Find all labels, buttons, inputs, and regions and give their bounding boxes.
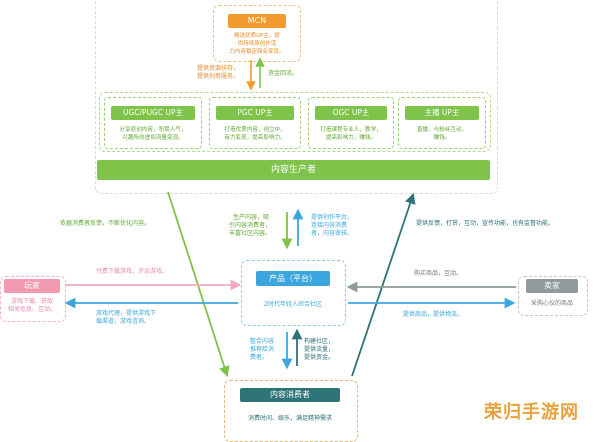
creator-title: PGC UP主 xyxy=(216,106,294,120)
consumer-title: 内容消费者 xyxy=(240,388,340,402)
creator-card-ogc: OGC UP主 打造课程专业人，教学， 提高影响力，赚钱。 xyxy=(308,97,394,149)
creator-desc-line-1: 直播，与粉丝互动， xyxy=(416,127,468,133)
platform-title: 产品（平台） xyxy=(256,271,330,286)
arrow-producer-to-consumer xyxy=(167,191,230,378)
annotation-producer-to-platform-3: 丰富社区内容。 xyxy=(229,230,272,237)
creator-desc-line-1: 打造优质内容，创立IP， xyxy=(224,127,286,133)
creator-desc-line-1: 分享原创内容，积攒人气， xyxy=(119,127,187,133)
annotation-consumer-feedback: 依据消费者反馈，不断优化内容。 xyxy=(60,220,151,227)
annotation-platform-to-producer-1: 提供创作平台。 xyxy=(311,214,354,221)
consumer-desc: 消费时间、娱乐，满足精神需求 xyxy=(247,415,332,422)
creator-desc-line-2: 有力变现，提高影响力。 xyxy=(224,135,286,141)
annotation-player-to-platform: 付费下载游戏，评论游戏。 xyxy=(96,268,169,275)
creator-desc-line-2: 兴趣所向虚拟流量变现。 xyxy=(122,135,184,141)
annotation-seller-to-platform: 购买商品，互动。 xyxy=(414,270,463,277)
annotation-consumer-to-platform-2: 提供流量， xyxy=(304,346,335,353)
producer-bar: 内容生产者 xyxy=(97,160,490,180)
platform-subtitle: Z时代年轻人综合社区 xyxy=(263,301,323,308)
annotation-consumer-to-producer: 提供反馈，打赏，互动，宣传功能，也有监督功能。 xyxy=(416,220,555,227)
seller-title: 卖家 xyxy=(526,279,578,293)
creator-desc-line-2: 提高影响力，赚钱。 xyxy=(325,135,377,141)
mcn-up-label: 资金回流。 xyxy=(268,70,299,77)
creators-group-outline xyxy=(99,92,491,152)
platform-box xyxy=(241,260,346,326)
creator-title: UGC/PUGC UP主 xyxy=(111,106,195,120)
annotation-platform-to-player-2: 载渠道，游戏咨询。 xyxy=(96,318,151,325)
annotation-producer-to-platform-1: 生产内容，吸 xyxy=(233,214,270,221)
flow-arrows xyxy=(64,57,516,378)
creator-desc-line-2: 赚钱。 xyxy=(433,135,451,141)
annotation-platform-to-consumer-1: 整合内容 xyxy=(250,338,275,345)
annotation-platform-to-consumer-2: 推荐给消 xyxy=(250,346,275,353)
annotation-platform-to-seller: 提供商品，提供物流。 xyxy=(403,311,464,318)
mcn-down-label-1: 提供资源扶持， xyxy=(197,65,240,72)
seller-desc: 采购心仪的商品 xyxy=(530,300,573,307)
creator-card-ugc: UGC/PUGC UP主 分享原创内容，积攒人气， 兴趣所向虚拟流量变现。 xyxy=(104,97,202,149)
mcn-down-label-2: 提供创意服务。 xyxy=(197,73,240,80)
creator-card-streamer: 主播 UP主 直播，与粉丝互动， 赚钱。 xyxy=(398,97,486,149)
annotation-platform-to-consumer-3: 费者。 xyxy=(250,354,269,361)
annotation-platform-to-producer-2: 连接内容消费 xyxy=(311,222,348,229)
annotation-platform-to-player-1: 游戏代理，提供游戏下 xyxy=(96,310,157,317)
annotation-producer-to-platform-2: 引内容消费者， xyxy=(229,222,272,229)
mcn-desc-line-3: 力内容稳定商业变现。 xyxy=(229,49,285,55)
mcn-label: MCN xyxy=(228,14,286,28)
creator-desc-line-1: 打造课程专业人，教学， xyxy=(320,127,382,133)
player-desc-line-2: 相关信息、互动。 xyxy=(7,306,56,313)
watermark-logo: 荣归手游网 xyxy=(484,402,579,423)
creator-card-pgc: PGC UP主 打造优质内容，创立IP， 有力变现，提高影响力。 xyxy=(209,97,301,149)
player-desc-line-1: 游戏下载、获取 xyxy=(10,298,53,305)
mcn-desc-line-1: 精选优质UP主，提 xyxy=(234,33,280,39)
annotation-consumer-to-platform-1: 构建社区， xyxy=(304,338,335,345)
producer-section-outline xyxy=(95,0,498,194)
player-title: 玩家 xyxy=(4,279,60,293)
seller-box xyxy=(518,276,588,316)
annotation-consumer-to-platform-3: 提供资金。 xyxy=(304,354,335,361)
creator-title: 主播 UP主 xyxy=(405,106,479,120)
creator-title: OGC UP主 xyxy=(315,106,387,120)
mcn-desc-line-2: 供持续原创作活 xyxy=(237,41,277,47)
annotation-platform-to-producer-3: 者，内容审核。 xyxy=(311,230,354,237)
